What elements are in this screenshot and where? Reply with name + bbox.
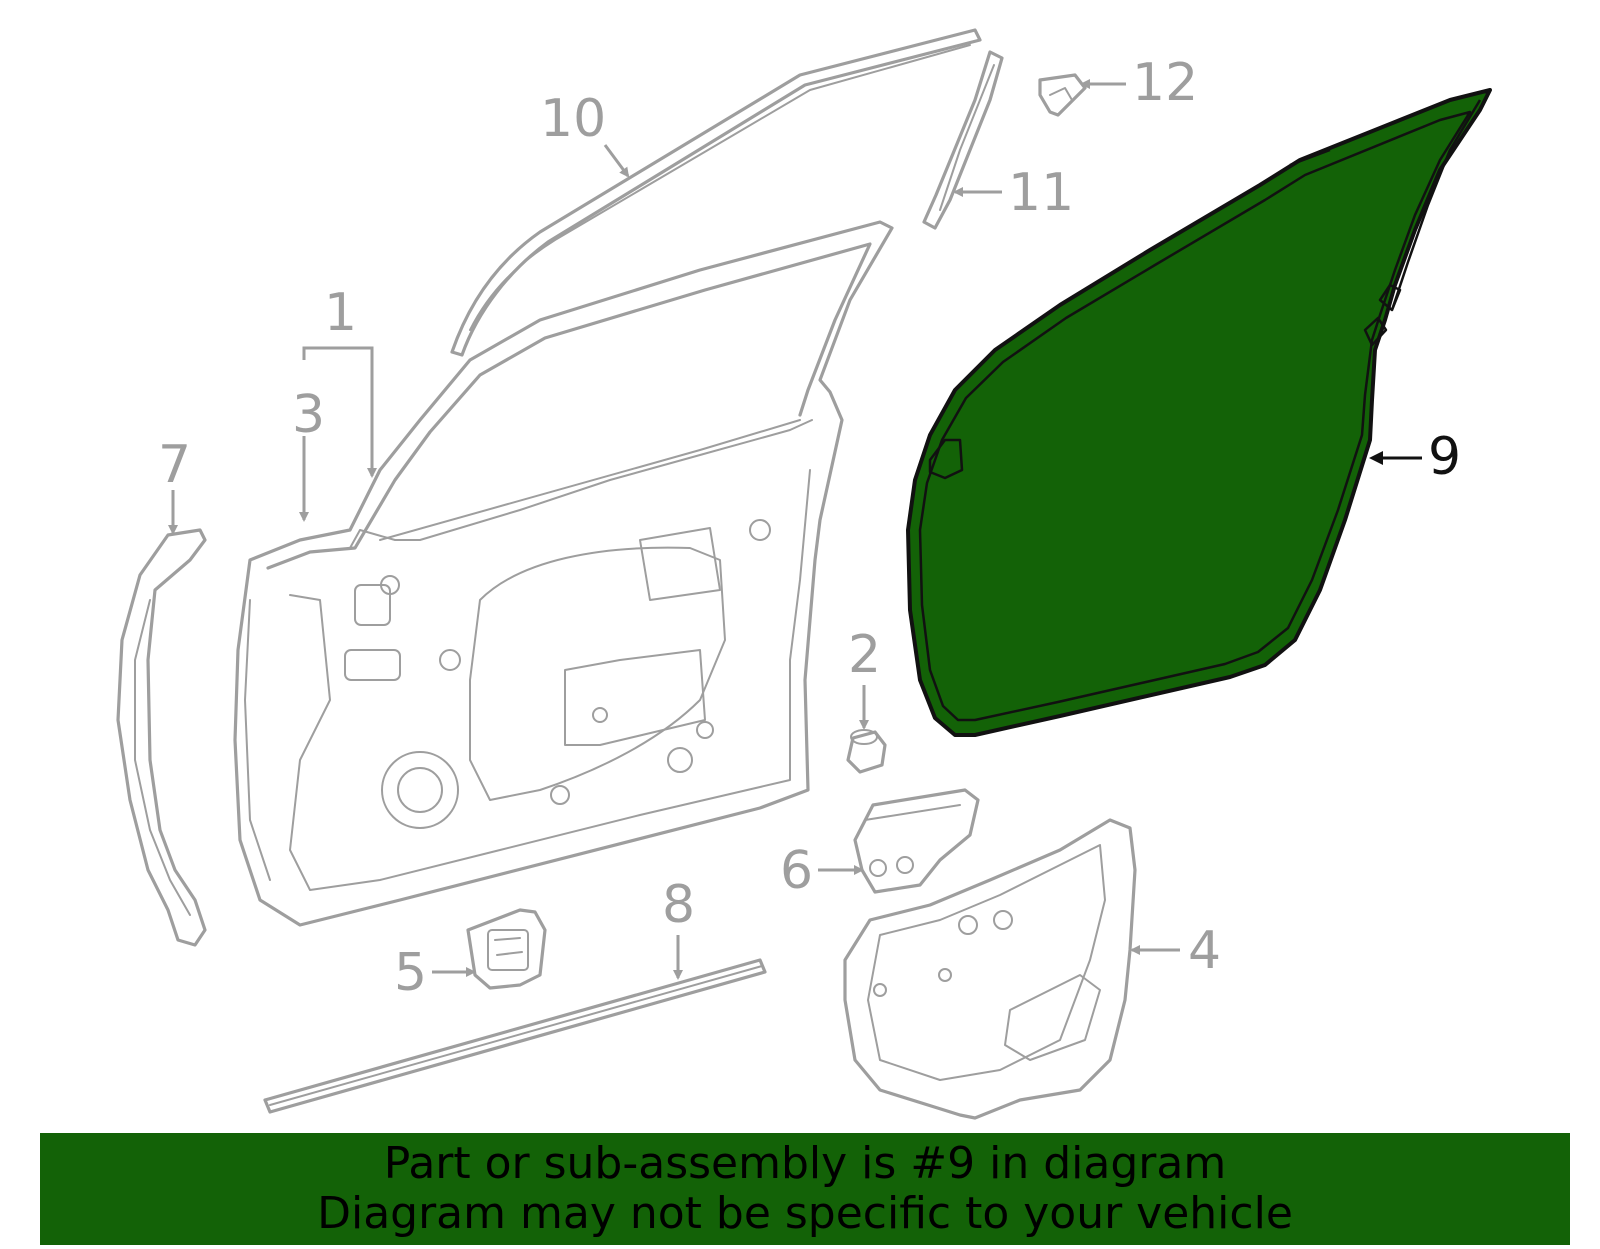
part-8-belt-molding: [263, 958, 767, 1114]
callout-10: 10: [540, 89, 606, 149]
part-5-lock: [466, 908, 547, 990]
part-6-bracket: [853, 788, 980, 894]
callout-7: 7: [158, 435, 191, 495]
part-1-door-shell: [233, 220, 894, 927]
callout-3: 3: [292, 385, 325, 445]
part-4-deflector: [843, 818, 1137, 1120]
callout-12: 12: [1132, 53, 1198, 113]
part-12-mirror-cover: [1038, 73, 1087, 117]
callout-2: 2: [848, 625, 881, 685]
callout-leaders: [168, 79, 1422, 980]
callout-8: 8: [662, 875, 695, 935]
part-7-front-trim: [116, 528, 207, 947]
part-2-plug: [846, 729, 887, 774]
callout-6: 6: [780, 841, 813, 901]
info-banner: Part or sub-assembly is #9 in diagram Di…: [40, 1133, 1570, 1245]
callout-9: 9: [1428, 427, 1461, 487]
banner-line-2: Diagram may not be specific to your vehi…: [317, 1188, 1293, 1239]
callout-1: 1: [324, 283, 357, 343]
callout-4: 4: [1188, 921, 1221, 981]
part-10-upper-weatherstrip: [450, 28, 982, 357]
banner-line-1: Part or sub-assembly is #9 in diagram: [383, 1138, 1227, 1189]
part-9-door-weatherstrip: [906, 88, 1492, 737]
callout-labels: 1 3 7 10 11 12 9 2 6 8 5 4: [158, 53, 1461, 1003]
callout-5: 5: [394, 943, 427, 1003]
part-11-division-trim: [922, 50, 1004, 230]
callout-11: 11: [1008, 163, 1074, 223]
